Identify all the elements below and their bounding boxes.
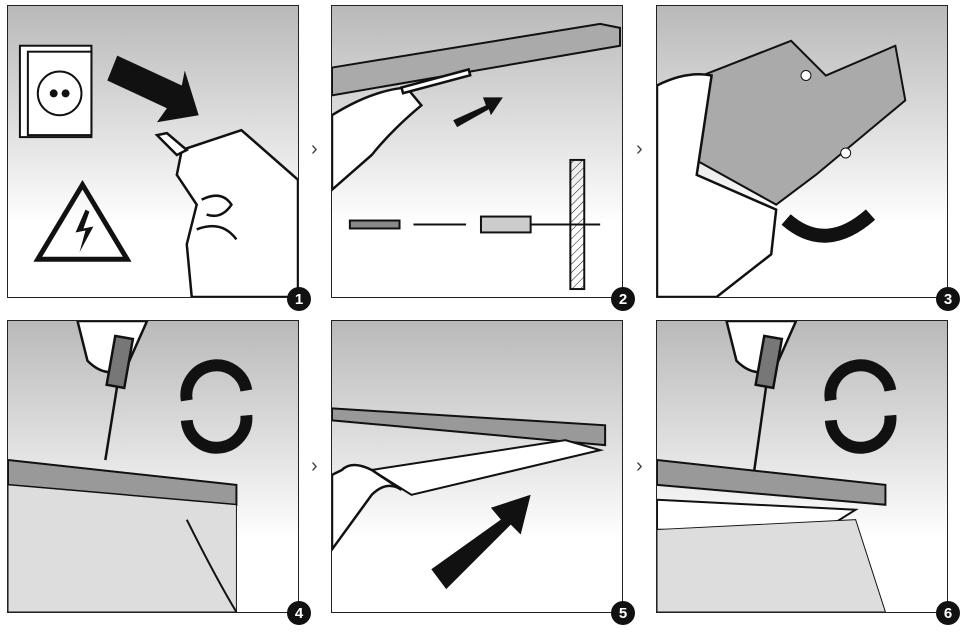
- rotate-arrow-icon: [781, 209, 876, 243]
- rotate-arrows-icon: [824, 359, 897, 454]
- step-5-panel: [331, 320, 623, 613]
- hand-with-screwdriver-icon: [332, 67, 472, 192]
- tighten-shelf-illustration: [657, 321, 897, 612]
- screw-icon: [348, 219, 467, 230]
- step-2-panel: [331, 5, 623, 298]
- next-step-chevron: ›: [311, 138, 318, 160]
- step-badge: 4: [287, 601, 311, 625]
- hand-with-plug-icon: [154, 128, 298, 297]
- screw-mount-illustration: [332, 22, 622, 291]
- remove-cover-illustration: [657, 39, 907, 297]
- bracket-cover-icon: [675, 39, 907, 206]
- screwdriver-icon: [76, 321, 149, 461]
- step-badge: 6: [936, 601, 960, 625]
- arrow-icon: [453, 97, 503, 128]
- shelf-rail-icon: [332, 407, 607, 447]
- wall-socket-icon: [18, 44, 93, 139]
- unplug-illustration: [18, 44, 298, 297]
- next-step-chevron: ›: [636, 455, 643, 477]
- step-badge: 1: [287, 287, 311, 311]
- rail-icon: [332, 22, 622, 97]
- glass-shelf-icon: [368, 439, 605, 496]
- warning-icon: [33, 179, 132, 262]
- tighten-screws-illustration: [8, 321, 253, 612]
- step-6-panel: [656, 320, 948, 613]
- next-step-chevron: ›: [311, 455, 318, 477]
- step-badge: 2: [611, 287, 635, 311]
- step-badge: 3: [936, 287, 960, 311]
- screwdriver-icon: [725, 321, 798, 471]
- shelf-rail-icon: [657, 459, 887, 506]
- arrow-icon: [107, 55, 199, 123]
- step-1-panel: [7, 5, 299, 298]
- step-4-panel: [7, 320, 299, 613]
- arrow-icon: [431, 494, 531, 590]
- hand-icon: [332, 463, 403, 552]
- rotate-arrows-icon: [180, 359, 253, 454]
- step-badge: 5: [611, 601, 635, 625]
- insert-shelf-illustration: [332, 407, 607, 590]
- wall-dowel-icon: [479, 158, 601, 291]
- hand-icon: [657, 73, 778, 297]
- next-step-chevron: ›: [636, 138, 643, 160]
- step-3-panel: [656, 5, 948, 298]
